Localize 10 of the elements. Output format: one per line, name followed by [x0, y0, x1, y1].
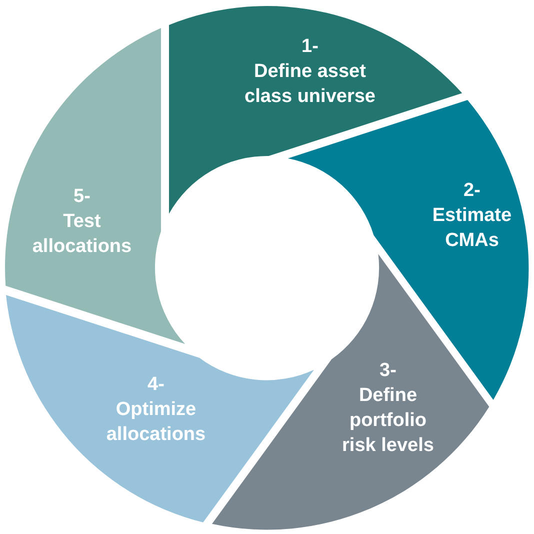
- step-number: 4-: [148, 372, 164, 397]
- step-label: Estimate CMAs: [431, 204, 513, 253]
- step-number: 5-: [74, 184, 90, 209]
- step-label: Define portfolio risk levels: [341, 384, 435, 458]
- step-number: 1-: [302, 34, 318, 59]
- step-label: Optimize allocations: [105, 398, 207, 447]
- step-number: 2-: [464, 178, 480, 203]
- step-number: 3-: [380, 358, 396, 383]
- step-label: Test allocations: [31, 210, 133, 259]
- step-label: Define asset class universe: [244, 60, 376, 109]
